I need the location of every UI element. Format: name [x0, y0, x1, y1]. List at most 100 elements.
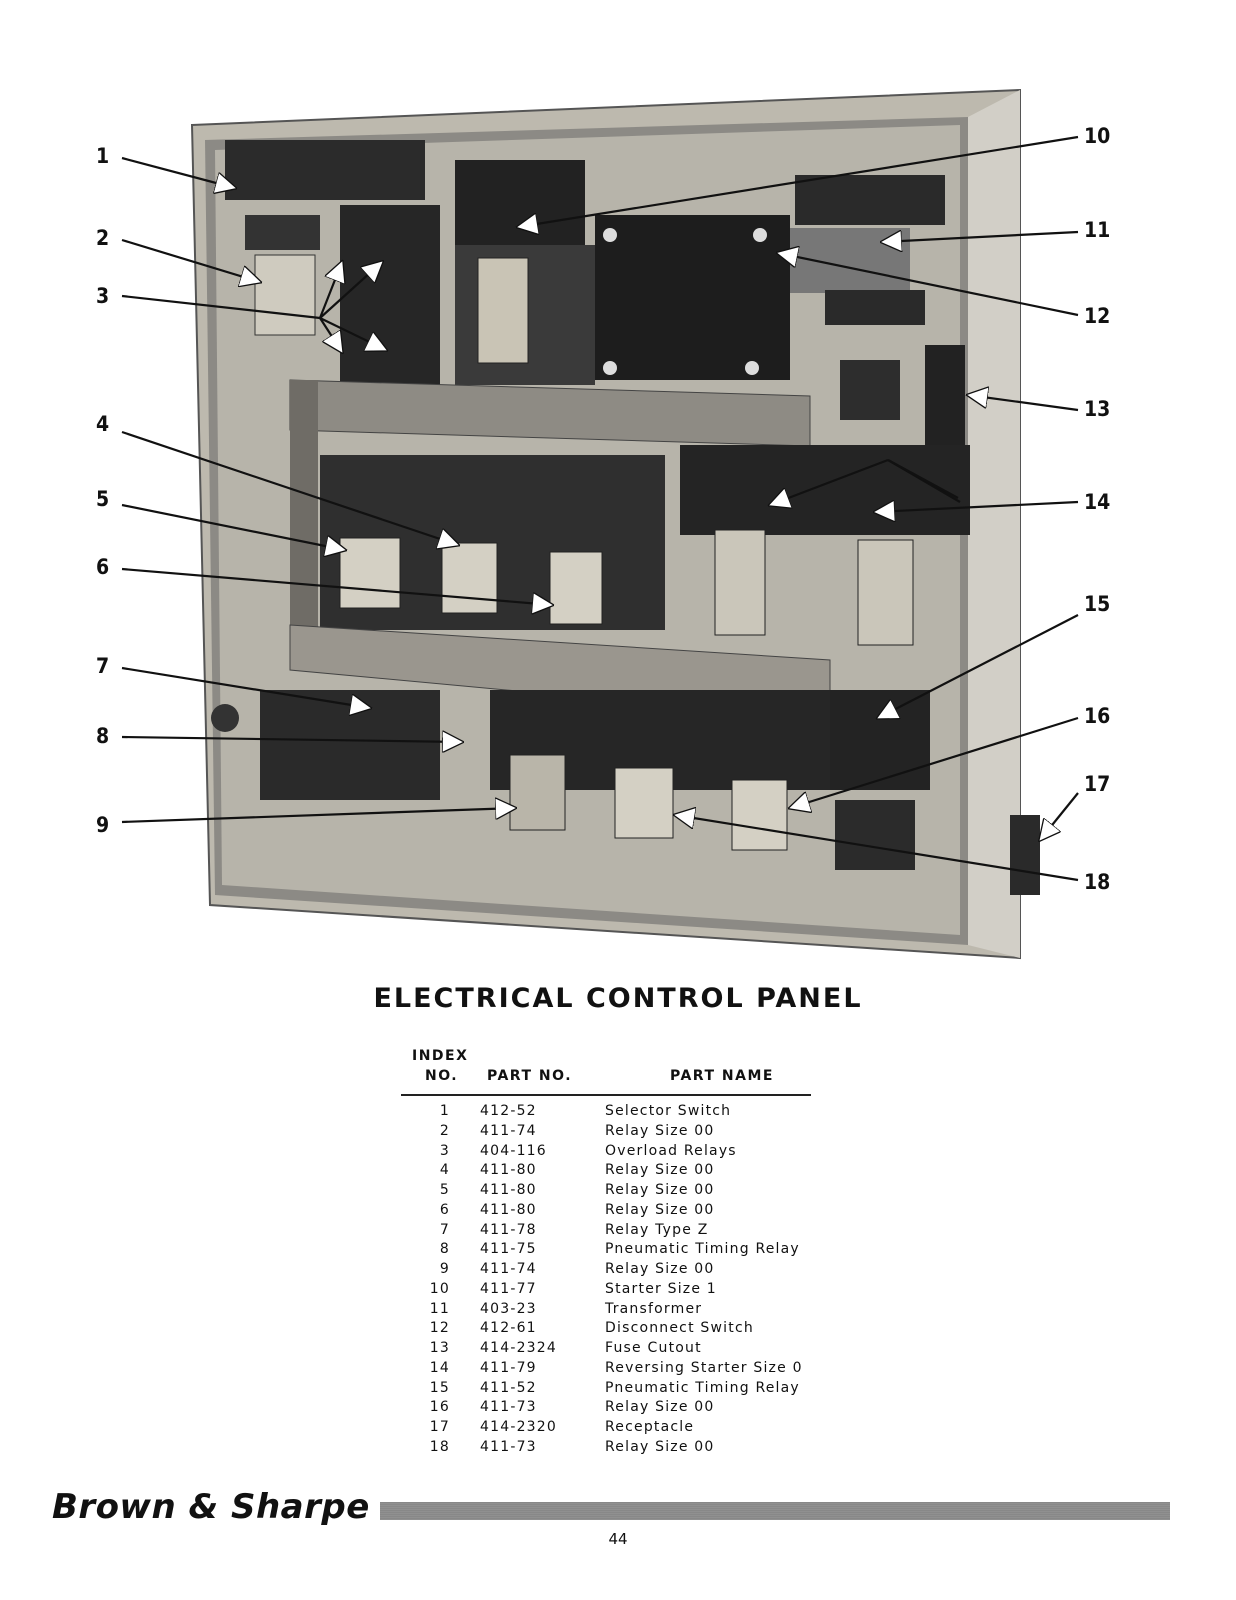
part-name-cell: Reversing Starter Size 0	[605, 1359, 803, 1376]
part-no-cell: 412-61	[480, 1320, 537, 1337]
index-cell: 8	[439, 1241, 450, 1258]
control-panel-photo: 1 2 3 4 5 6 7 8 9 10 11 12 13 14 15 16 1…	[96, 88, 1111, 960]
part-no-cell: 414-2324	[480, 1340, 558, 1356]
part-name-cell: Relay Size 00	[605, 1162, 715, 1179]
part-no-cell: 411-73	[480, 1438, 537, 1455]
table-row: 12 412-61 Disconnect Switch	[395, 1320, 835, 1340]
table-row: 5 411-80 Relay Size 00	[395, 1182, 835, 1202]
part-no-cell: 411-52	[480, 1379, 537, 1396]
index-cell: 14	[429, 1359, 450, 1376]
index-cell: 5	[439, 1182, 450, 1198]
index-cell: 12	[429, 1320, 450, 1337]
callout-label: 2	[96, 226, 110, 250]
callout-label: 15	[1084, 592, 1111, 616]
table-row: 1 412-52 Selector Switch	[395, 1103, 835, 1123]
page-number: 44	[608, 1530, 628, 1548]
index-cell: 16	[429, 1399, 450, 1416]
table-row: 3 404-116 Overload Relays	[395, 1143, 835, 1163]
brand-logo: Brown & Sharpe	[52, 1487, 370, 1527]
part-no-cell: 411-75	[480, 1241, 537, 1258]
callout-label: 4	[96, 412, 110, 436]
callout-label: 16	[1084, 704, 1111, 728]
part-name-cell: Relay Size 00	[605, 1182, 715, 1198]
table-row: 15 411-52 Pneumatic Timing Relay	[395, 1380, 835, 1400]
callout-label: 14	[1084, 490, 1111, 514]
index-cell: 4	[439, 1162, 450, 1179]
callout-label: 17	[1084, 772, 1111, 796]
table-row: 4 411-80 Relay Size 00	[395, 1162, 835, 1182]
part-no-cell: 411-80	[480, 1201, 537, 1218]
part-name-cell: Overload Relays	[605, 1142, 737, 1159]
table-row: 9 411-74 Relay Size 00	[395, 1261, 835, 1281]
part-no-cell: 403-23	[480, 1300, 537, 1317]
part-name-cell: Disconnect Switch	[605, 1320, 754, 1337]
callout-label: 12	[1084, 304, 1111, 328]
index-cell: 13	[429, 1340, 450, 1356]
header-rule	[401, 1094, 811, 1096]
header-part-no: PART NO.	[487, 1068, 573, 1084]
part-name-cell: Pneumatic Timing Relay	[605, 1379, 800, 1396]
index-cell: 9	[439, 1261, 450, 1277]
index-cell: 1	[439, 1103, 450, 1119]
header-part-name: PART NAME	[670, 1068, 774, 1084]
header-index-line2: NO.	[425, 1068, 459, 1084]
index-cell: 11	[429, 1300, 450, 1317]
table-row: 6 411-80 Relay Size 00	[395, 1202, 835, 1222]
part-no-cell: 411-80	[480, 1162, 537, 1179]
part-name-cell: Relay Size 00	[605, 1201, 715, 1218]
callout-label: 8	[96, 724, 110, 748]
callout-label: 3	[96, 284, 110, 308]
callout-label: 11	[1084, 218, 1111, 242]
callout-label: 6	[96, 555, 110, 579]
table-row: 13 414-2324 Fuse Cutout	[395, 1340, 835, 1360]
part-name-cell: Relay Size 00	[605, 1122, 715, 1139]
callout-label: 7	[96, 654, 110, 678]
callout-label: 18	[1084, 870, 1111, 894]
part-no-cell: 411-78	[480, 1221, 537, 1238]
table-row: 10 411-77 Starter Size 1	[395, 1281, 835, 1301]
part-no-cell: 414-2320	[480, 1419, 558, 1435]
table-row: 11 403-23 Transformer	[395, 1301, 835, 1321]
index-cell: 15	[429, 1379, 450, 1396]
index-cell: 18	[429, 1438, 450, 1455]
header-index-line1: INDEX	[412, 1048, 469, 1064]
table-row: 14 411-79 Reversing Starter Size 0	[395, 1360, 835, 1380]
part-name-cell: Selector Switch	[605, 1103, 732, 1119]
index-cell: 7	[439, 1221, 450, 1238]
callout-label: 13	[1084, 397, 1111, 421]
part-name-cell: Transformer	[605, 1300, 703, 1317]
part-name-cell: Relay Size 00	[605, 1399, 715, 1416]
part-name-cell: Fuse Cutout	[605, 1340, 702, 1356]
part-name-cell: Starter Size 1	[605, 1280, 717, 1297]
part-name-cell: Pneumatic Timing Relay	[605, 1241, 800, 1258]
part-no-cell: 411-74	[480, 1122, 537, 1139]
index-cell: 10	[429, 1280, 450, 1297]
table-row: 2 411-74 Relay Size 00	[395, 1123, 835, 1143]
footer-bar	[380, 1502, 1170, 1520]
table-row: 16 411-73 Relay Size 00	[395, 1399, 835, 1419]
part-name-cell: Receptacle	[605, 1419, 695, 1435]
index-cell: 2	[439, 1122, 450, 1139]
panel-illustration	[121, 88, 1079, 960]
part-no-cell: 411-73	[480, 1399, 537, 1416]
part-no-cell: 411-80	[480, 1182, 537, 1198]
part-no-cell: 412-52	[480, 1103, 537, 1119]
index-cell: 6	[439, 1201, 450, 1218]
part-no-cell: 411-74	[480, 1261, 537, 1277]
part-name-cell: Relay Size 00	[605, 1438, 715, 1455]
page-title: ELECTRICAL CONTROL PANEL	[373, 983, 863, 1014]
part-name-cell: Relay Type Z	[605, 1221, 709, 1238]
part-name-cell: Relay Size 00	[605, 1261, 715, 1277]
table-row: 18 411-73 Relay Size 00	[395, 1439, 835, 1459]
callout-label: 5	[96, 487, 110, 511]
part-no-cell: 404-116	[480, 1142, 547, 1159]
callout-label: 10	[1084, 124, 1111, 148]
index-cell: 17	[429, 1419, 450, 1435]
part-no-cell: 411-77	[480, 1280, 537, 1297]
callout-label: 9	[96, 813, 110, 837]
table-row: 7 411-78 Relay Type Z	[395, 1222, 835, 1242]
index-cell: 3	[439, 1142, 450, 1159]
part-no-cell: 411-79	[480, 1359, 537, 1376]
table-row: 8 411-75 Pneumatic Timing Relay	[395, 1241, 835, 1261]
table-row: 17 414-2320 Receptacle	[395, 1419, 835, 1439]
